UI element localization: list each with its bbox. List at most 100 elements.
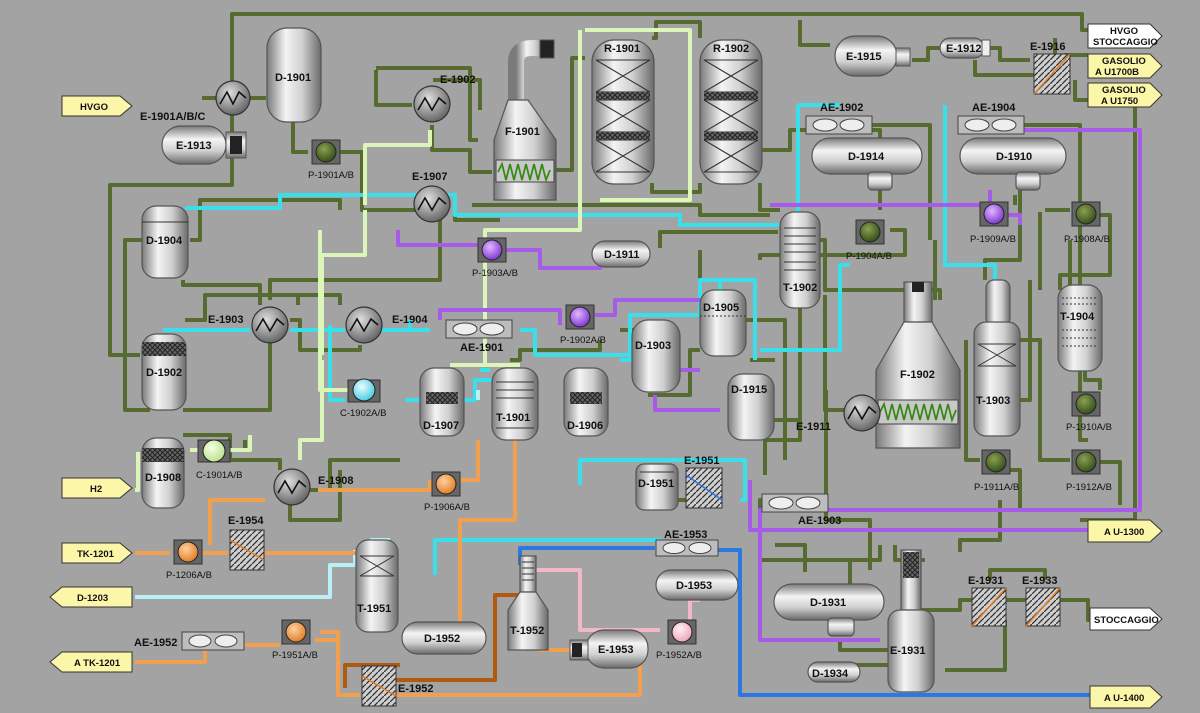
- label-d1906: D-1906: [567, 420, 603, 432]
- tag-hvgo-stoccaggio[interactable]: HVGO STOCCAGGIO: [1087, 23, 1163, 49]
- exchanger-e1915[interactable]: E-1915: [834, 35, 911, 77]
- exchanger-e1933[interactable]: E-1933: [1022, 575, 1061, 627]
- exchanger-e1902[interactable]: E-1902: [413, 74, 475, 123]
- reactor-r1901[interactable]: R-1901: [591, 39, 655, 185]
- vessel-d1953[interactable]: D-1953: [655, 569, 739, 601]
- vessel-d1906[interactable]: D-1906: [563, 367, 609, 437]
- label-e1953: E-1953: [598, 644, 633, 656]
- label-p1909ab: P-1909A/B: [970, 234, 1016, 245]
- compressor-c1902ab[interactable]: C-1902A/B: [340, 378, 386, 419]
- label-e1902: E-1902: [440, 74, 475, 86]
- aircooler-ae1903[interactable]: AE-1903: [761, 493, 841, 527]
- label-d1903: D-1903: [635, 340, 671, 352]
- furnace-f1902[interactable]: F-1902: [875, 281, 961, 449]
- pump-p1911ab[interactable]: P-1911A/B: [974, 449, 1019, 493]
- exchanger-e1911[interactable]: E-1911: [796, 394, 881, 433]
- vessel-d1952[interactable]: D-1952: [401, 621, 487, 655]
- pump-p1904ab[interactable]: P-1904A/B: [846, 219, 892, 262]
- exchanger-e1901abc[interactable]: E-1901A/B/C: [140, 80, 251, 123]
- vessel-d1914[interactable]: D-1914: [811, 137, 923, 191]
- exchanger-e1954[interactable]: E-1954: [228, 515, 265, 571]
- exchanger-e1916[interactable]: E-1916: [1030, 41, 1071, 95]
- aircooler-ae1901[interactable]: AE-1901: [445, 319, 513, 354]
- pump-p1951ab[interactable]: P-1951A/B: [272, 619, 318, 661]
- vessel-d1902[interactable]: D-1902: [141, 333, 187, 411]
- pump-p1952ab[interactable]: P-1952A/B: [656, 619, 702, 661]
- label-t1902: T-1902: [783, 282, 817, 294]
- exchanger-e1951[interactable]: E-1951: [684, 455, 723, 509]
- vessel-d1934[interactable]: D-1934: [807, 661, 861, 683]
- label-t1903: T-1903: [976, 395, 1010, 407]
- tag-gasolio-u1750-line2: A U1750: [1101, 96, 1138, 107]
- aircooler-ae1952[interactable]: AE-1952: [134, 631, 245, 651]
- tag-d1203-label: D-1203: [77, 593, 108, 604]
- column-t1951[interactable]: T-1951: [355, 539, 399, 633]
- pump-p1206ab[interactable]: P-1206A/B: [166, 539, 212, 581]
- aircooler-ae1953[interactable]: AE-1953: [655, 529, 719, 557]
- label-ae1904: AE-1904: [972, 102, 1016, 114]
- tag-stoccaggio[interactable]: STOCCAGGIO: [1089, 607, 1163, 631]
- label-r1902: R-1902: [713, 43, 749, 55]
- exchanger-e1908[interactable]: E-1908: [273, 468, 353, 506]
- vessel-d1903[interactable]: D-1903: [631, 319, 681, 393]
- exchanger-e1912[interactable]: E-1912: [939, 37, 991, 59]
- vessel-d1907[interactable]: D-1907: [419, 367, 465, 437]
- column-t1903[interactable]: T-1903: [973, 279, 1021, 437]
- vessel-d1911[interactable]: D-1911: [591, 240, 651, 268]
- exchanger-e1952[interactable]: E-1952: [361, 665, 433, 707]
- exchanger-e1931[interactable]: E-1931: [968, 575, 1007, 627]
- pump-p1906ab[interactable]: P-1906A/B: [424, 471, 470, 513]
- tag-a-u1400[interactable]: A U-1400: [1089, 685, 1163, 709]
- pump-p1910ab[interactable]: P-1910A/B: [1066, 391, 1112, 433]
- label-e1903: E-1903: [208, 314, 243, 326]
- tag-gasolio-u1750-line1: GASOLIO: [1102, 85, 1146, 96]
- pump-p1912ab[interactable]: P-1912A/B: [1066, 449, 1112, 493]
- tag-h2[interactable]: H2: [61, 477, 133, 499]
- tag-tk1201[interactable]: TK-1201: [61, 542, 133, 564]
- pump-p1903ab[interactable]: P-1903A/B: [472, 237, 518, 279]
- vessel-d1905[interactable]: D-1905: [699, 289, 747, 357]
- vessel-d1901[interactable]: D-1901: [266, 27, 322, 123]
- exchanger-e1913[interactable]: E-1913: [161, 125, 247, 165]
- label-ae1903: AE-1903: [798, 515, 841, 527]
- furnace-f1901[interactable]: F-1901: [493, 39, 557, 201]
- pipes-light-green: [135, 28, 692, 492]
- label-e1952: E-1952: [398, 683, 433, 695]
- compressor-c1901ab[interactable]: C-1901A/B: [196, 439, 242, 481]
- label-p1904ab: P-1904A/B: [846, 251, 892, 262]
- tag-a-u1300[interactable]: A U-1300: [1087, 519, 1163, 543]
- column-e1931[interactable]: E-1931: [887, 549, 935, 693]
- tag-stoccaggio-label: STOCCAGGIO: [1094, 615, 1159, 626]
- exchanger-e1953[interactable]: E-1953: [569, 629, 649, 669]
- vessel-d1908[interactable]: D-1908: [141, 437, 185, 509]
- tag-a-tk1201[interactable]: A TK-1201: [49, 651, 133, 673]
- exchanger-e1903[interactable]: E-1903: [208, 306, 289, 344]
- label-d1951: D-1951: [638, 478, 674, 490]
- reactor-r1902[interactable]: R-1902: [699, 39, 763, 185]
- pump-p1901ab[interactable]: P-1901A/B: [308, 139, 354, 181]
- vessel-d1910[interactable]: D-1910: [959, 137, 1067, 191]
- column-t1901[interactable]: T-1901: [491, 367, 539, 441]
- tag-hvgo[interactable]: HVGO: [61, 95, 133, 117]
- vessel-d1951[interactable]: D-1951: [635, 463, 679, 511]
- label-p1901ab: P-1901A/B: [308, 170, 354, 181]
- aircooler-ae1902[interactable]: AE-1902: [805, 102, 873, 135]
- label-f1901: F-1901: [505, 126, 540, 138]
- label-d1907: D-1907: [423, 420, 459, 432]
- pump-p1902ab[interactable]: P-1902A/B: [560, 304, 606, 346]
- column-t1952[interactable]: T-1952: [507, 555, 549, 651]
- tag-gasolio-u1700b[interactable]: GASOLIO A U1700B: [1087, 53, 1163, 79]
- exchanger-e1904[interactable]: E-1904: [345, 306, 428, 344]
- vessel-d1915[interactable]: D-1915: [727, 373, 775, 441]
- tag-d1203[interactable]: D-1203: [49, 586, 133, 608]
- column-t1904[interactable]: T-1904: [1057, 284, 1103, 372]
- pump-p1909ab[interactable]: P-1909A/B: [970, 201, 1016, 245]
- column-t1902[interactable]: T-1902: [779, 211, 821, 309]
- pump-p1908ab[interactable]: P-1908A/B: [1064, 201, 1110, 245]
- exchanger-e1907[interactable]: E-1907: [412, 171, 451, 223]
- aircooler-ae1904[interactable]: AE-1904: [957, 102, 1025, 135]
- tag-gasolio-u1750[interactable]: GASOLIO A U1750: [1087, 82, 1163, 108]
- vessel-d1931[interactable]: D-1931: [773, 583, 885, 637]
- vessel-d1904[interactable]: D-1904: [141, 205, 189, 279]
